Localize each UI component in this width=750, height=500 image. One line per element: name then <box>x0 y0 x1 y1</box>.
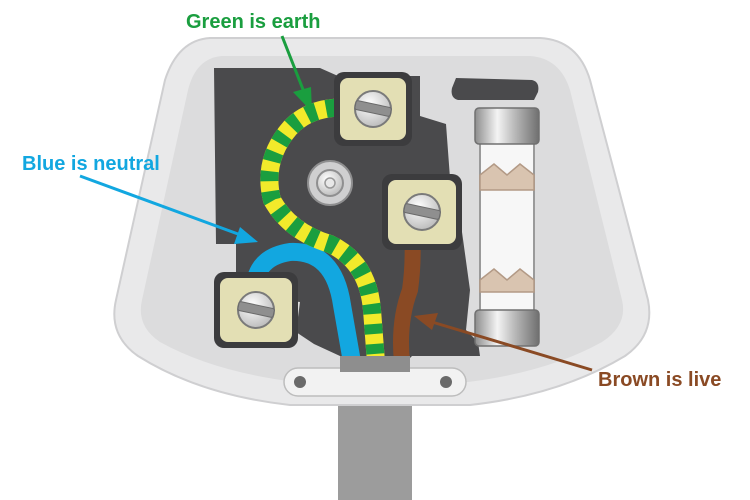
cable-sleeve <box>340 356 410 372</box>
live-terminal <box>382 174 462 250</box>
earth-wire-stripes <box>260 98 385 363</box>
neutral-terminal <box>214 272 298 348</box>
live-callout-arrow <box>414 313 593 372</box>
fuse-slot <box>451 78 539 100</box>
earth-label: Green is earth <box>186 11 321 33</box>
neutral-label: Blue is neutral <box>22 153 160 175</box>
neutral-callout-arrow <box>79 174 258 244</box>
fuse <box>474 107 540 347</box>
earth-callout-arrow <box>280 35 312 112</box>
cable <box>338 392 412 500</box>
cord-grip <box>283 367 467 397</box>
earth-terminal <box>334 72 412 146</box>
live-label: Brown is live <box>598 369 721 391</box>
centre-screw <box>307 160 353 206</box>
